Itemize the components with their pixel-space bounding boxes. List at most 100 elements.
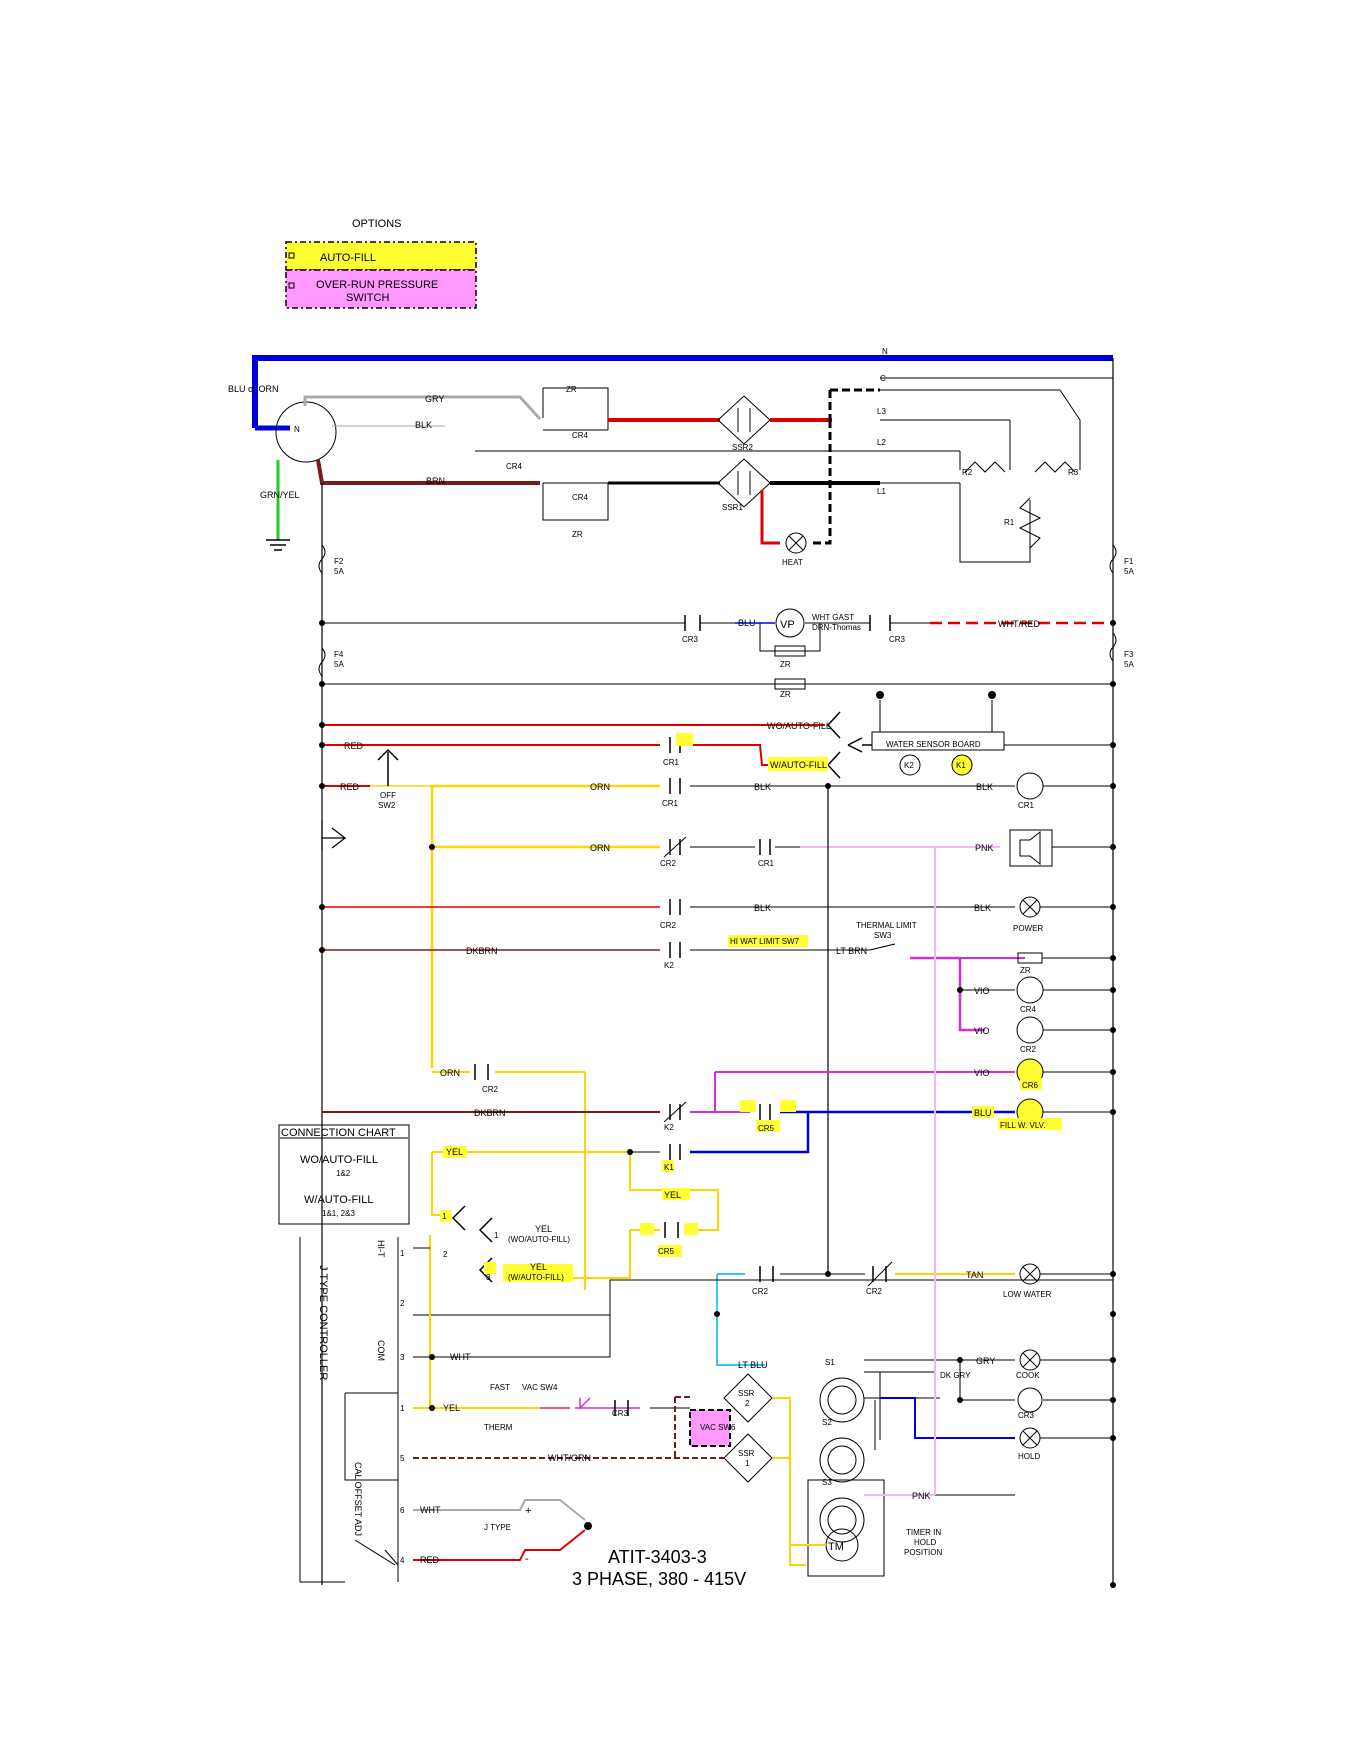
highlights	[440, 733, 1062, 1282]
ctrl-pin-6: 6	[400, 1506, 405, 1515]
lbl-f1-rating: 5A	[1124, 567, 1134, 576]
lbl-f4-rating: 5A	[334, 660, 344, 669]
chart-title: CONNECTION CHART	[281, 1127, 396, 1139]
lbl-cr2-4: CR2	[482, 1085, 499, 1094]
lbl-f4: F4	[334, 650, 344, 659]
lbl-wo-auto-fill: WO/AUTO-FILL	[767, 721, 831, 731]
lbl-vac-sw4: VAC SW4	[522, 1383, 558, 1392]
lbl-vio-3: VIO	[974, 1068, 990, 1078]
lbl-ssr-1-num: 1	[745, 1459, 750, 1468]
lbl-tm: TM	[828, 1541, 844, 1553]
lbl-r3: R3	[1068, 468, 1079, 477]
lbl-low-water: LOW WATER	[1003, 1290, 1052, 1299]
lbl-lt-brn: LT BRN	[836, 946, 867, 956]
lbl-f3: F3	[1124, 650, 1134, 659]
lbl-cr1-3: CR1	[1018, 801, 1035, 810]
lbl-fast: FAST	[490, 1383, 510, 1392]
lbl-hold: HOLD	[1018, 1452, 1040, 1461]
lbl-vp-2: DRN-Thomas	[812, 623, 861, 632]
ctrl-pin-5: 5	[400, 1454, 405, 1463]
lbl-k1-coil: K1	[956, 761, 966, 770]
lbl-dk-gry: DK GRY	[940, 1371, 971, 1380]
power-section	[252, 355, 1117, 1585]
lbl-cr4-1: CR4	[572, 431, 589, 440]
lbl-off: OFF	[380, 791, 396, 800]
lbl-l1: L1	[877, 487, 886, 496]
lbl-yel-2: YEL	[664, 1190, 681, 1200]
lbl-yel-w: YEL	[530, 1262, 547, 1272]
lbl-timer-2: HOLD	[914, 1538, 936, 1547]
lbl-lt-blu: LT BLU	[738, 1360, 768, 1370]
lbl-k2-1: K2	[664, 961, 674, 970]
lbl-sw2: SW2	[378, 801, 396, 810]
lbl-power: POWER	[1013, 924, 1043, 933]
lbl-cr2-1: CR2	[660, 859, 677, 868]
lbl-k2-coil: K2	[904, 761, 914, 770]
lbl-timer-1: TIMER IN	[906, 1528, 941, 1537]
lbl-yel-wo-2: (WO/AUTO-FILL)	[508, 1235, 570, 1244]
lbl-cf4: CR4	[506, 462, 523, 471]
chart-wo-val: 1&2	[336, 1169, 351, 1178]
lbl-k2-2: K2	[664, 1123, 674, 1132]
option-auto-fill: AUTO-FILL	[320, 252, 376, 264]
lbl-ssr-2-num: 2	[745, 1399, 750, 1408]
drawing-number: ATIT-3403-3	[608, 1547, 707, 1567]
lbl-zr-2: ZR	[572, 530, 583, 539]
lbl-orn-3: ORN	[440, 1068, 460, 1078]
lbl-wht-2: WHT	[420, 1505, 441, 1515]
lbl-blk-2: BLK	[976, 782, 993, 792]
lbl-l3: L3	[877, 407, 886, 416]
option-over-run-2: SWITCH	[346, 292, 389, 304]
drawing-subtitle: 3 PHASE, 380 - 415V	[572, 1569, 746, 1589]
lbl-s1: S1	[825, 1358, 835, 1367]
lbl-grn-yel: GRN/YEL	[260, 490, 300, 500]
lbl-s3: S3	[822, 1478, 832, 1487]
lbl-blk-4: BLK	[974, 903, 991, 913]
ctrl-label: J TYPE CONTROLLER	[317, 1265, 329, 1380]
lbl-cn-2: 2	[443, 1250, 448, 1259]
lbl-blu-orn: BLU or ORN	[228, 384, 279, 394]
options-title: OPTIONS	[352, 218, 402, 230]
lbl-orn-1: ORN	[590, 782, 610, 792]
lbl-sw3: SW3	[874, 931, 892, 940]
lbl-cr3-2: CR3	[889, 635, 906, 644]
plug-n: N	[294, 425, 300, 434]
lbl-f2: F2	[334, 557, 344, 566]
chart-w-val: 1&1, 2&3	[322, 1209, 355, 1218]
lbl-w-auto-fill: W/AUTO-FILL	[770, 760, 827, 770]
ctrl-cal: CAL OFFSET ADJ	[353, 1462, 363, 1536]
lbl-cr2-5: CR2	[752, 1287, 769, 1296]
lbl-cr2-3: CR2	[1020, 1045, 1037, 1054]
lbl-wht-orn: WHT/ORN	[548, 1453, 591, 1463]
lbl-f2-rating: 5A	[334, 567, 344, 576]
lbl-cr1-2: CR1	[662, 799, 679, 808]
lbl-tan: TAN	[966, 1270, 983, 1280]
lbl-fill: FILL W. VLV.	[1000, 1121, 1046, 1130]
ctrl-pin-1: 1	[400, 1249, 405, 1258]
lbl-ssr2: SSR2	[732, 443, 753, 452]
junction-dots	[319, 620, 1116, 1588]
lbl-hi-limit: HI WAT LIMIT SW7	[730, 937, 800, 946]
lbl-minus: -	[525, 1553, 529, 1565]
lbl-cn-1b: 1	[494, 1231, 499, 1240]
lbl-dkbrn-2: DKBRN	[474, 1108, 506, 1118]
vacuum-pump-row	[322, 608, 1113, 690]
lbl-vac-sw: VAC SW6	[700, 1423, 736, 1432]
lbl-n: N	[882, 347, 888, 356]
ctrl-pin-2: 2	[400, 1299, 405, 1308]
lbl-cr4-3: CR4	[1020, 1005, 1037, 1014]
lbl-s2: S2	[822, 1418, 832, 1427]
chart-wo: WO/AUTO-FILL	[300, 1154, 378, 1166]
lbl-f1: F1	[1124, 557, 1134, 566]
lbl-ssr-1: SSR	[738, 1449, 755, 1458]
lbl-yel-w-2: (W/AUTO-FILL)	[508, 1273, 564, 1282]
lbl-cn-3: 3	[486, 1273, 491, 1282]
lbl-blk-3: BLK	[754, 903, 771, 913]
lbl-dkbrn-1: DKBRN	[466, 946, 498, 956]
lbl-vio-1: VIO	[974, 986, 990, 996]
lbl-cr3-3: CR3	[612, 1409, 629, 1418]
lbl-blu-2: BLU	[974, 1108, 992, 1118]
lbl-therm: THERM	[484, 1423, 513, 1432]
lbl-thermal: THERMAL LIMIT	[856, 921, 917, 930]
lbl-plus: +	[525, 1505, 531, 1517]
